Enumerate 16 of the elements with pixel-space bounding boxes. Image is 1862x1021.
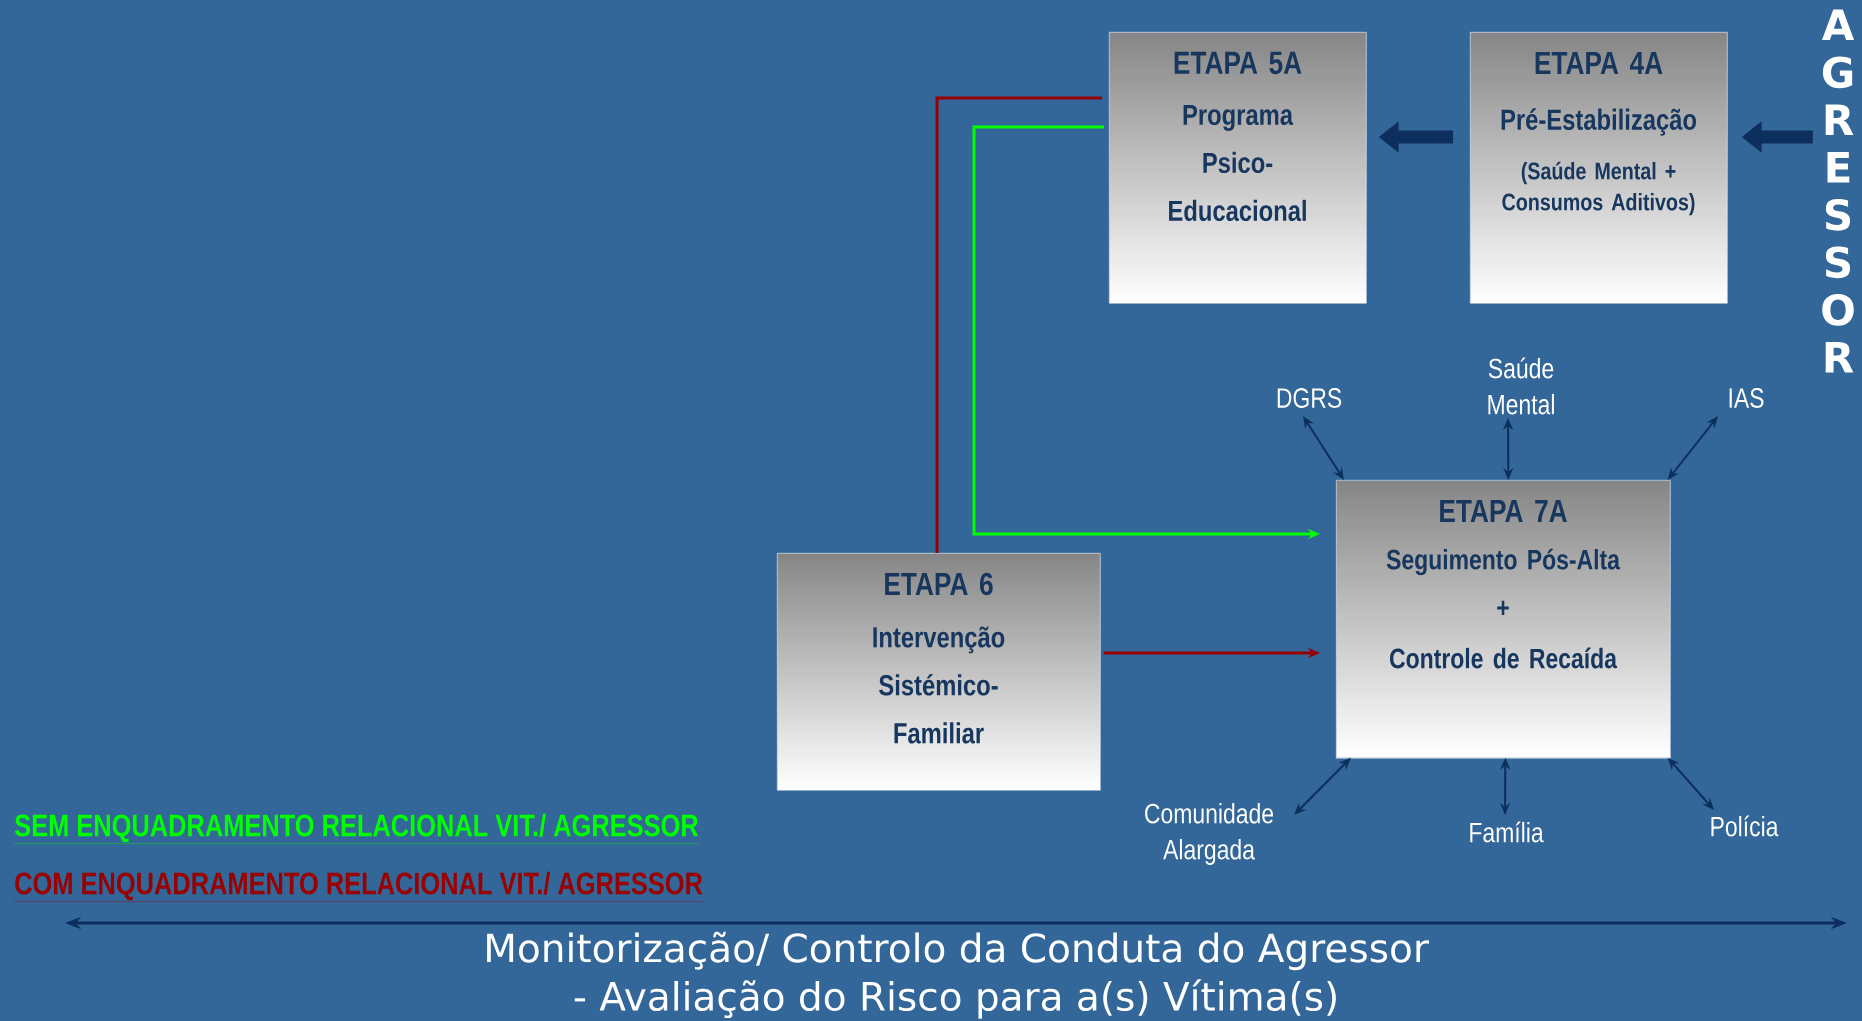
legend-text: COM ENQUADRAMENTO RELACIONAL VIT./ AGRESSOR <box>14 871 704 902</box>
monitoring-note: - Avaliação do Risco para a(s) Vítima(s) <box>574 979 1336 1019</box>
legend-text: SEM ENQUADRAMENTO RELACIONAL VIT./ AGRESSOR <box>14 813 699 844</box>
entity-label: Comunidade Alargada <box>1145 802 1274 866</box>
stage-box: ETAPA 7A Seguimento Pós-Alta + Controle de Recaída <box>1336 480 1671 759</box>
entity-label: Polícia <box>1711 815 1779 837</box>
stage-box: ETAPA 5A Programa Psico- Educacional <box>1109 32 1367 304</box>
entity-label: IAS <box>1729 388 1764 408</box>
connector-line <box>935 96 1102 553</box>
entity-label: DGRS <box>1277 388 1342 408</box>
entity-label: Saúde Mental <box>1488 357 1554 415</box>
stage-box: ETAPA 6 Intervenção Sistémico- Familiar <box>777 553 1101 791</box>
vertical-label: AGRESSOR <box>1821 9 1855 373</box>
stage-box: ETAPA 4A Pré-Estabilização (Saúde Mental + Consumos Aditivos) <box>1470 32 1728 304</box>
entity-label: Família <box>1470 821 1544 843</box>
monitoring-note: Monitorização/ Controlo da Conduta do Agressor <box>487 931 1429 971</box>
